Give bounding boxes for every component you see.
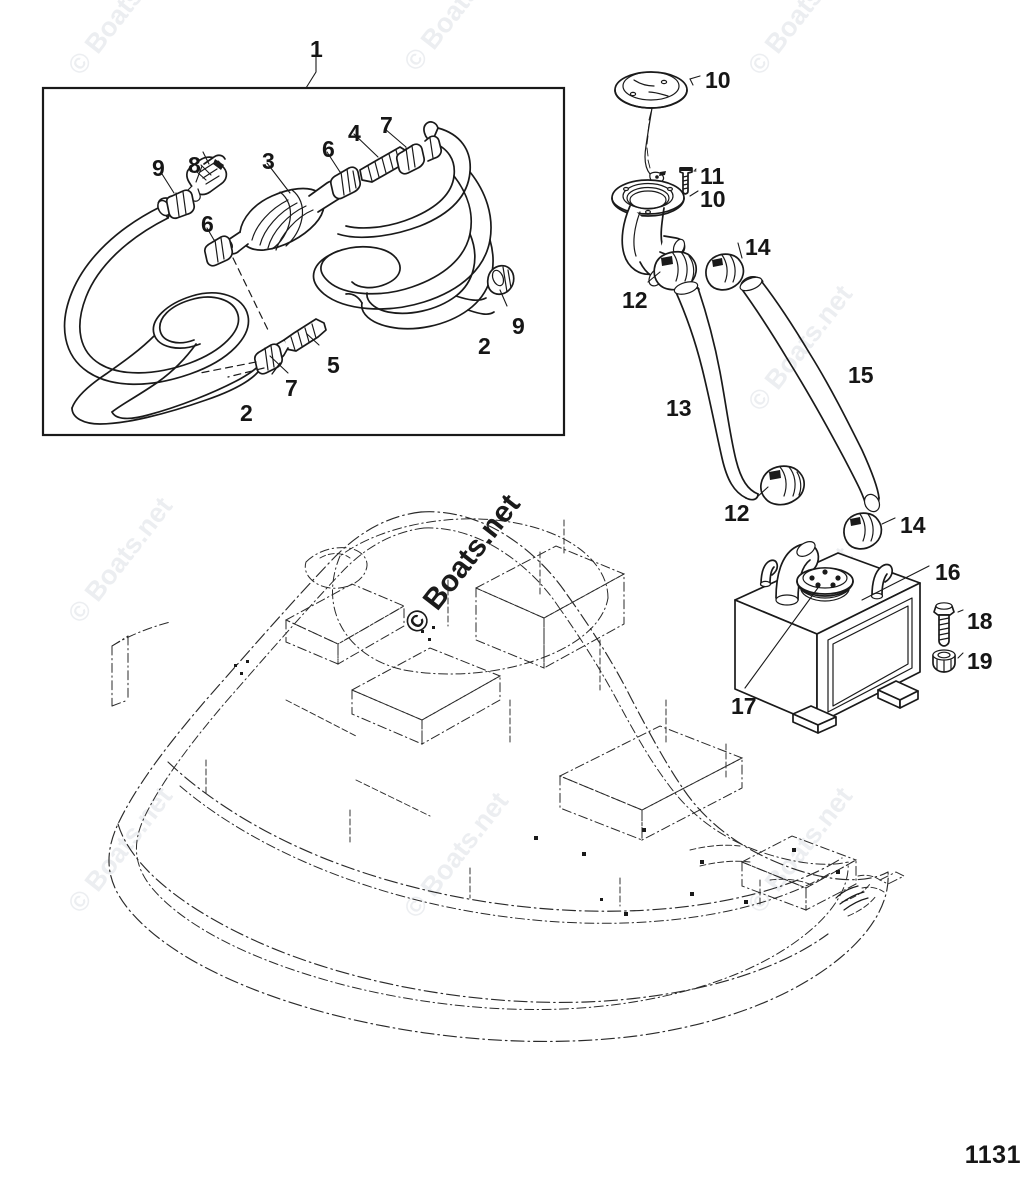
callout-5-quick-connector: 5 [327, 352, 340, 378]
hose-clamp-12-bottom [755, 465, 805, 506]
callout-4-inline-connector: 4 [348, 120, 361, 146]
callout-19-lock-nut: 19 [967, 648, 993, 674]
hose-clamp-6-lower [203, 227, 234, 267]
callout-14-hose-clamp-vent: 14 [745, 234, 771, 260]
mounting-bolt-18 [933, 602, 964, 647]
callout-7-hose-clamp-connector: 7 [380, 112, 393, 138]
callout-9-hose-clamp-small: 9 [152, 155, 165, 181]
hose-clamp-7-lower [253, 343, 289, 375]
fill-hose-13 [673, 281, 759, 501]
callout-6-hose-clamp-bulb-inlet: 6 [201, 211, 214, 237]
callout-12-hose-clamp-fill: 12 [622, 287, 648, 313]
hose-clamp-9-left [161, 173, 196, 220]
hose-clamp-12-top [647, 250, 698, 291]
callout-6-hose-clamp-bulb: 6 [322, 136, 335, 162]
callout-2-fuel-hose: 2 [478, 333, 491, 359]
hose-clamp-6-upper [326, 151, 362, 200]
fuel-filler-neck-10 [611, 179, 699, 287]
vent-hose-15 [739, 276, 881, 513]
fuel-fill-cap-10 [614, 71, 701, 184]
callout-16-fuel-tank: 16 [935, 559, 961, 585]
callout-17-fuel-sending-unit: 17 [731, 693, 757, 719]
fuel-sending-unit-17 [744, 567, 854, 689]
lanyard-screw-11 [679, 167, 697, 195]
hose-clamp-7-top [384, 128, 443, 175]
callout-8-fuel-connector-engine-end: 8 [188, 152, 201, 178]
page-number: 1131 [964, 1141, 1021, 1169]
callout-18-mounting-bolt: 18 [967, 608, 993, 634]
callout-9-hose-clamp-small: 9 [512, 313, 525, 339]
callout-10-fuel-fill-cap: 10 [705, 67, 731, 93]
lock-nut-19 [932, 649, 964, 673]
hose-clamp-14-top [705, 242, 745, 291]
hose-clamp-9-right [486, 264, 515, 307]
callout-13-fill-hose: 13 [666, 395, 692, 421]
callout-10-fuel-filler-neck: 10 [700, 186, 726, 212]
callout-7-hose-clamp-connector: 7 [285, 375, 298, 401]
callout-11-lanyard-screw: 11 [700, 163, 725, 189]
boat-hull-phantom [108, 511, 906, 1042]
callout-2-fuel-hose: 2 [240, 400, 253, 426]
callout-12-hose-clamp-fill: 12 [724, 500, 750, 526]
callout-1-fuel-line-assembly-kit: 1 [310, 36, 323, 62]
callout-15-vent-hose: 15 [848, 362, 874, 388]
callout-14-hose-clamp-vent: 14 [900, 512, 926, 538]
callout-3-primer-bulb: 3 [262, 148, 275, 174]
hose-clamp-14-bottom [843, 512, 896, 550]
assembly-box-group [41, 51, 566, 437]
